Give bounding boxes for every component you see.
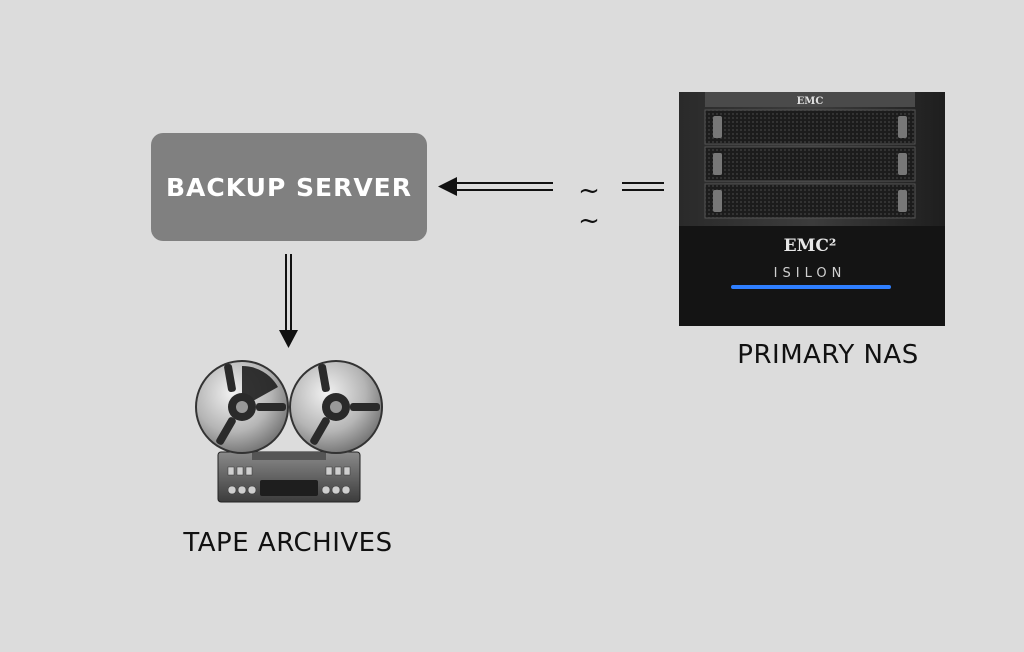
backup-server-node: BACKUP SERVER (151, 133, 427, 241)
svg-text:EMC²: EMC² (784, 236, 837, 256)
tape-reel-icon (195, 360, 383, 503)
tape-archives-label: TAPE ARCHIVES (183, 528, 393, 558)
server-to-tape-arrow (279, 254, 298, 348)
primary-nas-label: PRIMARY NAS (737, 340, 919, 370)
svg-text:ISILON: ISILON (774, 266, 847, 281)
connection-break-symbol: ~ ~ (578, 176, 606, 236)
backup-server-label: BACKUP SERVER (165, 172, 413, 202)
svg-text:EMC: EMC (797, 96, 824, 107)
nas-storage-icon: EMC EMC² ISILON (679, 92, 945, 326)
